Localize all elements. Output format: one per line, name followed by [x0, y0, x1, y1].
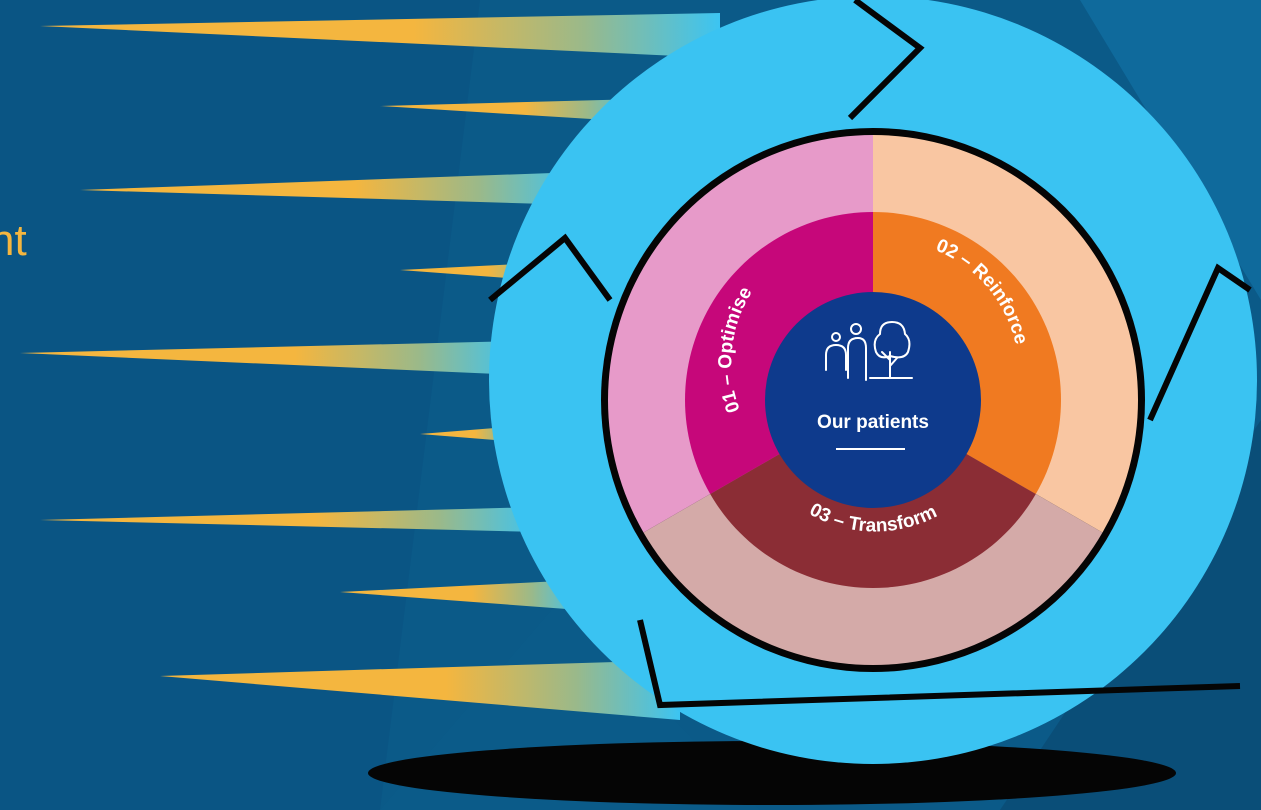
heading-fragment: nt [0, 216, 27, 265]
rim-arrows [488, 0, 1252, 709]
wheel-shadow [368, 741, 1176, 805]
center-label: Our patients [817, 412, 929, 433]
center-circle [765, 292, 981, 508]
people-tree-icon [825, 320, 913, 381]
